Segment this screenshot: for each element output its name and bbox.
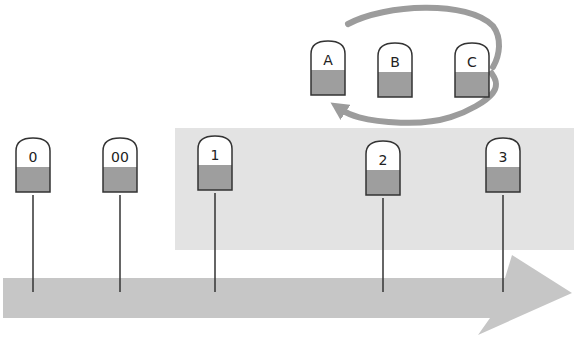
pin-stick [214, 193, 216, 292]
pin-text-row: 3 [485, 137, 521, 166]
pin-border [103, 138, 137, 192]
time-axis-arrow [3, 255, 572, 335]
milestone-pin: 00 [102, 137, 138, 195]
pin-label: A [323, 51, 333, 69]
pin-outline [377, 42, 413, 100]
pin-shade [16, 167, 50, 192]
pin-shade [378, 72, 412, 97]
pin-outline [454, 42, 490, 100]
pin-text-row: C [454, 42, 490, 71]
pin-outline [485, 137, 521, 195]
pin-label: 1 [211, 146, 220, 164]
pin-shade [455, 72, 489, 97]
highlight-band [175, 128, 574, 250]
pin-label: 3 [499, 148, 508, 166]
pin-outline [15, 137, 51, 195]
pin-text-row: B [377, 42, 413, 71]
pin-body [378, 43, 412, 97]
milestone-pin: C [454, 42, 490, 100]
pin-body [366, 141, 400, 195]
pin-body [198, 136, 232, 190]
pin-stick [119, 195, 121, 292]
milestone-pin: A [310, 40, 346, 98]
pin-border [198, 136, 232, 190]
pin-border [378, 43, 412, 97]
pin-shade [486, 167, 520, 192]
pin-shade [366, 170, 400, 195]
pin-outline [102, 137, 138, 195]
pin-body [311, 41, 345, 95]
pin-text-row: 2 [365, 140, 401, 169]
pin-label: B [390, 53, 400, 71]
pin-shade [103, 167, 137, 192]
pin-label: 2 [379, 151, 388, 169]
pin-body [455, 43, 489, 97]
pin-label: 0 [29, 148, 38, 166]
milestone-pin: 0 [15, 137, 51, 195]
pin-border [366, 141, 400, 195]
pin-stick [32, 195, 34, 292]
pin-shade [198, 165, 232, 190]
pin-outline [197, 135, 233, 193]
pin-body [103, 138, 137, 192]
pin-border [455, 43, 489, 97]
milestone-pin: 3 [485, 137, 521, 195]
milestone-pin: B [377, 42, 413, 100]
pin-outline [310, 40, 346, 98]
pin-border [16, 138, 50, 192]
milestone-pin: 1 [197, 135, 233, 193]
pin-text-row: 0 [15, 137, 51, 166]
pin-outline [365, 140, 401, 198]
pin-stick [502, 195, 504, 292]
pin-border [486, 138, 520, 192]
pin-label: 00 [111, 148, 129, 166]
pin-text-row: 00 [102, 137, 138, 166]
pin-sticks [33, 193, 503, 292]
pin-body [486, 138, 520, 192]
pin-text-row: 1 [197, 135, 233, 164]
pin-border [311, 41, 345, 95]
pin-stick [382, 198, 384, 292]
pin-body [16, 138, 50, 192]
pin-shade [311, 70, 345, 95]
pin-text-row: A [310, 40, 346, 69]
milestone-pin: 2 [365, 140, 401, 198]
pin-label: C [467, 53, 477, 71]
